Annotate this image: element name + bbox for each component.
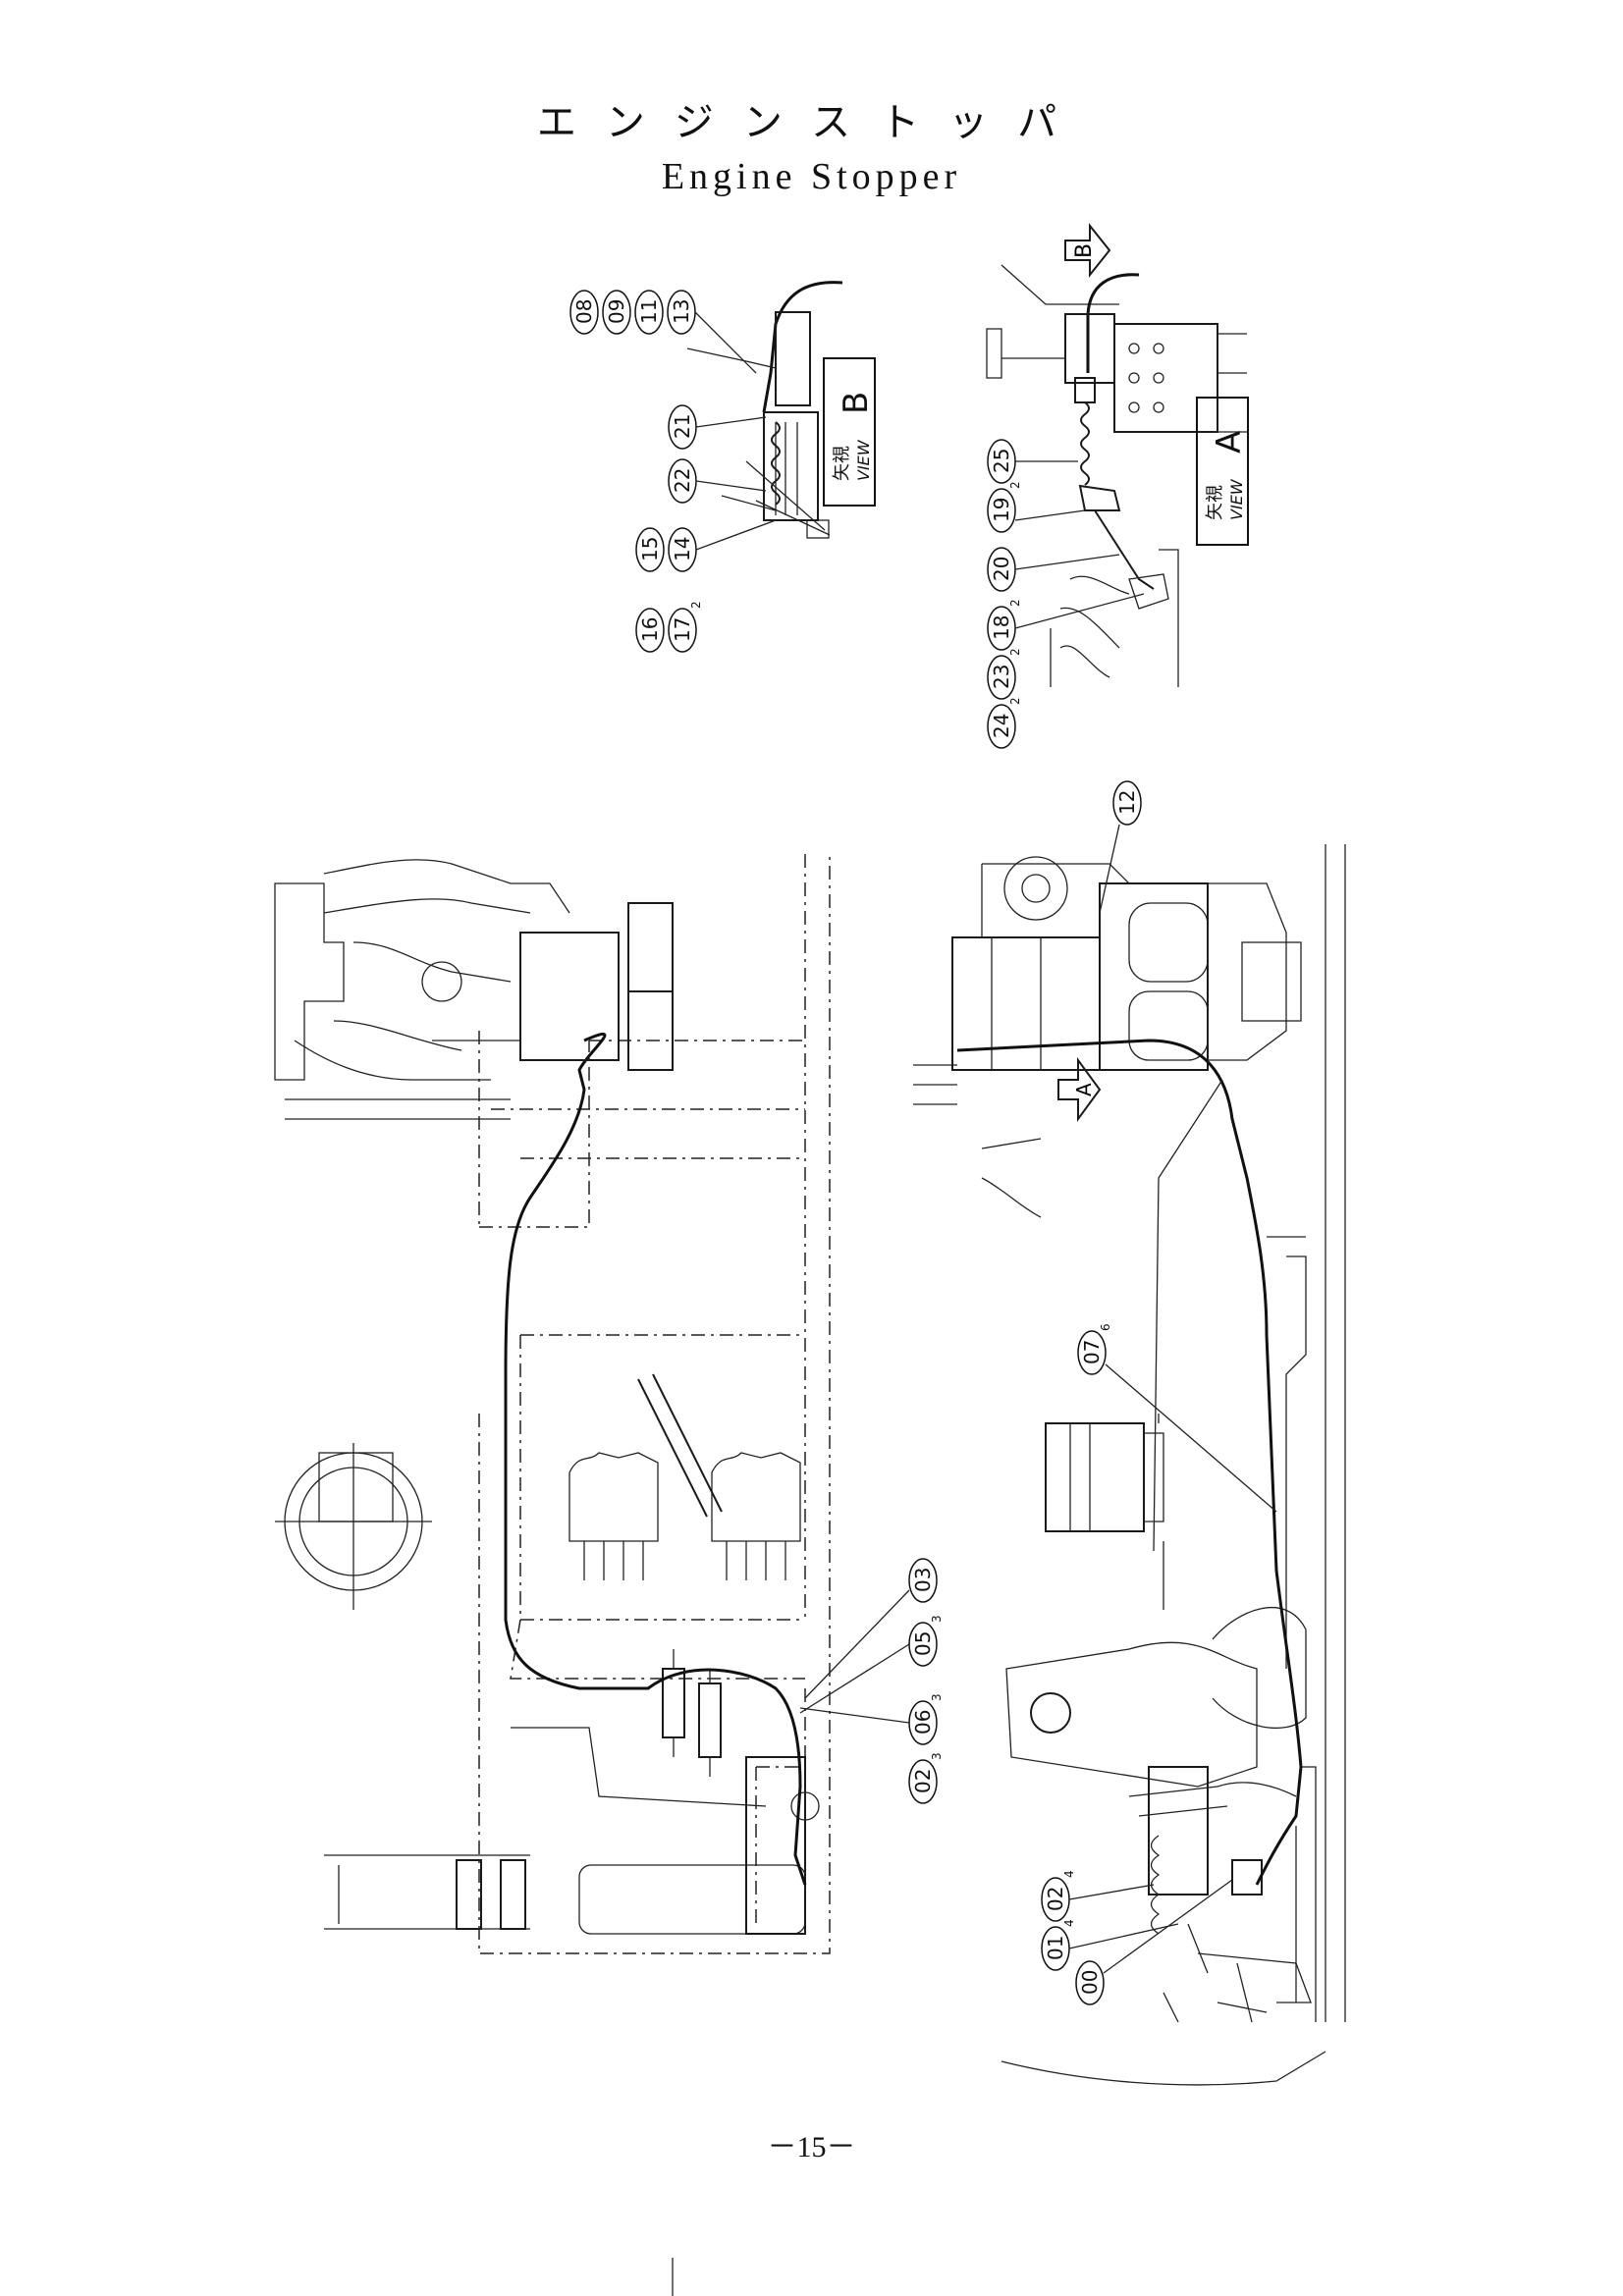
- callout-21: 21: [668, 404, 697, 450]
- callout-05: 05 3: [908, 1615, 944, 1667]
- callout-06: 06 3: [908, 1693, 944, 1745]
- callouts-right-main: 12 07 6 02 4 01 4 00: [1041, 780, 1277, 2005]
- callout-15: 15: [635, 527, 665, 572]
- view-b-letter: B: [837, 392, 876, 414]
- callout-20: 20: [987, 547, 1016, 592]
- callout-12: 12: [1112, 780, 1142, 826]
- view-a-text: VIEW: [1227, 478, 1246, 520]
- view-a-label: 矢視 VIEW A: [1196, 397, 1249, 546]
- svg-text:05: 05: [911, 1631, 935, 1656]
- svg-text:09: 09: [605, 299, 628, 324]
- view-a-detail: [986, 264, 1247, 687]
- callout-01: 01 4: [1041, 1919, 1076, 1971]
- callout-14: 14: [668, 527, 697, 572]
- svg-text:03: 03: [911, 1568, 935, 1592]
- right-cable-branch: [1153, 1079, 1223, 1552]
- svg-text:07: 07: [1080, 1340, 1104, 1364]
- svg-text:24: 24: [990, 714, 1013, 738]
- svg-text:20: 20: [990, 557, 1013, 581]
- svg-text:00: 00: [1078, 1970, 1102, 1995]
- callouts-view-b: 08 09 11 13 21 22 14: [569, 290, 777, 653]
- svg-text:18: 18: [990, 615, 1013, 640]
- left-cable-branch: [511, 1727, 767, 1807]
- view-a-kanji: 矢視: [1205, 485, 1225, 520]
- callout-22: 22: [668, 458, 697, 504]
- svg-text:16: 16: [638, 617, 662, 642]
- svg-text:2: 2: [1008, 697, 1022, 705]
- right-chassis: A: [913, 844, 1346, 2086]
- view-b-text: VIEW: [854, 439, 873, 481]
- callout-13: 13: [667, 290, 696, 335]
- callout-02-left: 02 3: [908, 1752, 944, 1804]
- view-b-arrow: B: [1064, 223, 1111, 278]
- callout-25: 25: [987, 439, 1016, 484]
- view-b-label: 矢視 VIEW B: [823, 357, 876, 507]
- svg-text:02: 02: [911, 1769, 935, 1793]
- svg-text:6: 6: [1099, 1323, 1112, 1331]
- svg-text:13: 13: [670, 299, 693, 324]
- callout-19: 19 2: [987, 481, 1022, 533]
- svg-text:2: 2: [1008, 481, 1022, 489]
- callout-23: 23 2: [987, 648, 1022, 700]
- svg-text:22: 22: [671, 468, 694, 493]
- svg-text:08: 08: [572, 299, 596, 324]
- title-english: Engine Stopper: [661, 156, 962, 197]
- svg-text:3: 3: [930, 1693, 944, 1701]
- svg-text:3: 3: [930, 1615, 944, 1623]
- view-b-detail: [686, 281, 843, 539]
- callout-24: 24 2: [987, 697, 1022, 749]
- callout-07: 07 6: [1077, 1323, 1112, 1375]
- callout-03: 03: [908, 1558, 938, 1603]
- arrow-b-letter: B: [1072, 243, 1097, 258]
- left-chassis: [274, 854, 831, 1954]
- view-b-kanji: 矢視: [832, 446, 852, 481]
- view-a-letter: A: [1210, 431, 1249, 454]
- callout-08: 08: [569, 290, 599, 335]
- left-stopper-cable: [504, 1032, 807, 1886]
- svg-text:2: 2: [1008, 599, 1022, 607]
- callout-02-right: 02 4: [1041, 1870, 1076, 1922]
- right-stopper-cable: [956, 1039, 1303, 1886]
- svg-text:2: 2: [689, 601, 703, 609]
- callout-18: 18 2: [987, 599, 1022, 651]
- svg-text:19: 19: [990, 498, 1013, 522]
- svg-text:23: 23: [990, 665, 1013, 689]
- svg-text:4: 4: [1062, 1919, 1076, 1927]
- arrow-a-letter: A: [1072, 1083, 1096, 1096]
- callouts-left-main: 03 05 3 06 3 02 3: [799, 1558, 944, 1804]
- svg-text:4: 4: [1062, 1870, 1076, 1878]
- callout-09: 09: [602, 290, 631, 335]
- svg-text:17: 17: [671, 617, 694, 642]
- svg-text:06: 06: [911, 1710, 935, 1735]
- svg-text:15: 15: [638, 537, 662, 561]
- svg-text:25: 25: [990, 449, 1013, 473]
- callout-11: 11: [634, 290, 664, 335]
- svg-text:01: 01: [1044, 1936, 1067, 1960]
- svg-text:14: 14: [671, 537, 694, 561]
- svg-text:21: 21: [671, 414, 694, 439]
- title-japanese: エンジンストッパ: [536, 100, 1087, 145]
- callout-00: 00: [1075, 1960, 1105, 2005]
- svg-text:02: 02: [1044, 1887, 1067, 1911]
- page-number: －15－: [767, 2131, 856, 2163]
- callouts-view-a: 25 19 2 20 18 2 23 2 24 2: [987, 439, 1145, 749]
- svg-text:11: 11: [637, 299, 661, 324]
- svg-text:2: 2: [1008, 648, 1022, 656]
- svg-text:12: 12: [1115, 790, 1139, 815]
- callout-17: 17 2: [668, 601, 703, 653]
- callout-16: 16: [635, 608, 665, 653]
- svg-text:3: 3: [930, 1752, 944, 1760]
